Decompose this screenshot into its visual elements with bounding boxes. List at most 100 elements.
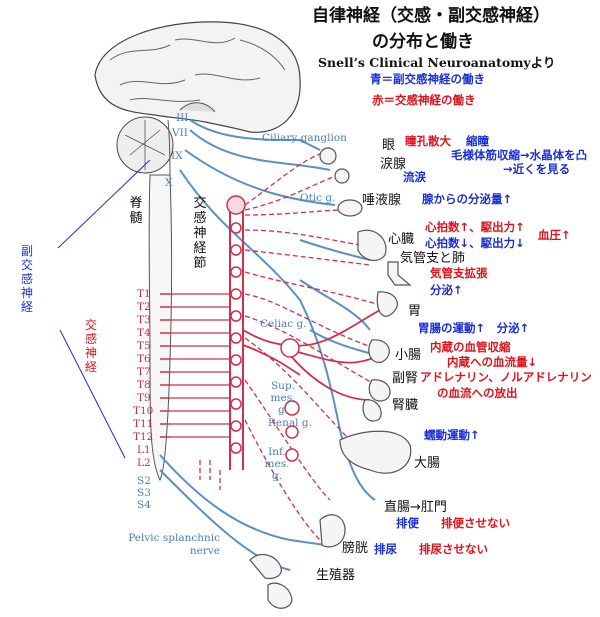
effect-bronchi-blue: 分泌↑: [430, 283, 463, 297]
cranial-nerve-III: III: [176, 112, 189, 124]
sympathetic-label: 交感神経: [84, 318, 97, 374]
segment-T2: T2: [137, 301, 151, 313]
organ-lacrimal: 涙腺: [380, 157, 407, 172]
small-intestine-organ: [368, 339, 390, 363]
heart-organ: [357, 229, 387, 262]
segment-T1: T1: [137, 288, 151, 300]
celiac-ganglion-label: Celiac g.: [260, 318, 307, 330]
sympathetic-ganglia: [226, 195, 246, 454]
effect-flow-red: 内蔵への血流量↓: [447, 355, 538, 369]
effect-eye-red: 瞳孔散大: [405, 134, 451, 148]
stomach-organ: [376, 291, 398, 317]
segment-ticks: [160, 293, 170, 438]
sympathetic-chain: [229, 205, 244, 470]
organ-kidney: 腎臓: [392, 398, 419, 413]
effect-urinate-red: 排尿させない: [419, 542, 488, 556]
effect-adrenal-red: アドレナリン、ノルアドレナリン: [420, 370, 592, 384]
salivary-organ: [337, 199, 363, 217]
effect-adrenal-red2: の血流への放出: [437, 386, 518, 400]
segment-L1: L1: [137, 444, 151, 456]
segment-T8: T8: [137, 379, 151, 391]
inf-mes-ganglion-label: Inf. mes. g.: [264, 446, 290, 482]
celiac-pathways: [242, 309, 381, 401]
segment-T4: T4: [137, 327, 151, 339]
title-line1: 自律神経（交感・副交感神経）: [312, 6, 550, 26]
organ-bladder: 膀胱: [342, 541, 369, 556]
cranial-nerve-VII: VII: [172, 127, 188, 139]
renal-ganglion-label: Renal g.: [268, 417, 312, 429]
parasympathetic-label: 副交感神経: [20, 244, 33, 314]
legend-red: 赤＝交感神経の働き: [372, 93, 476, 107]
genital-organ: [267, 582, 293, 609]
inferior-mesenteric-ganglion: [285, 448, 299, 462]
segment-T11: T11: [133, 418, 154, 430]
organ-salivary: 唾液腺: [362, 193, 402, 208]
ciliary-ganglion-label: Ciliary ganglion: [262, 132, 347, 144]
segment-T6: T6: [137, 353, 151, 365]
effect-vessel-red: 内蔵の血管収縮: [430, 340, 511, 354]
effect-eye-blue2: 毛様体筋収縮→水晶体を凸: [451, 148, 588, 162]
cranial-nerve-X: X: [165, 177, 173, 189]
organ-stomach: 胃: [408, 304, 422, 319]
effect-urinate-blue: 排尿: [374, 542, 397, 556]
large-intestine-organ: [339, 430, 412, 474]
midbrain: [179, 102, 216, 113]
effect-stomach-blue: 胃腸の運動↑ 分泌↑: [418, 321, 530, 335]
organs: [249, 147, 412, 609]
superior-mesenteric-ganglion: [284, 400, 300, 416]
effect-defecate-red: 排便させない: [441, 516, 510, 530]
brain-outline: [94, 21, 301, 133]
parasympathetic-bracket: [57, 159, 151, 459]
segment-T5: T5: [137, 340, 151, 352]
organ-rectum: 直腸→肛門: [384, 500, 447, 515]
organ-adrenal: 副腎: [392, 371, 419, 386]
brain-gyri: [109, 37, 286, 102]
adrenal-organ: [368, 379, 391, 402]
sympathetic-ganglion-label: 交感神経節: [193, 196, 207, 271]
effect-peristalsis-blue: 蠕動運動↑: [424, 428, 480, 442]
renal-ganglion: [285, 425, 299, 439]
effect-lacrimal-blue: 流涙: [403, 170, 426, 184]
spinal-cord: [148, 174, 172, 482]
effect-heart-blue: 心拍数↓、駆出力↓: [425, 236, 525, 250]
effect-eye-blue3: →近くを見る: [503, 162, 571, 176]
effect-bronchi-red: 気管支拡張: [430, 266, 488, 280]
segment-L2: L2: [137, 457, 151, 469]
bladder-organ: [319, 514, 346, 548]
organ-eye: 眼: [382, 138, 396, 153]
effect-heart-red: 心拍数↑、駆出力↑: [425, 220, 525, 234]
cerebellum-folia: [124, 120, 166, 170]
otic-ganglion-label: Otic g.: [300, 192, 336, 204]
eye-organ: [319, 147, 337, 165]
segment-T7: T7: [137, 366, 151, 378]
organ-heart: 心臓: [388, 232, 415, 247]
segment-S2: S2: [137, 475, 151, 487]
segment-S3: S3: [137, 487, 151, 499]
organ-small-intestine: 小腸: [395, 348, 422, 363]
source-citation: Snell’s Clinical Neuroanatomyより: [318, 55, 556, 70]
cranial-nerve-IX: IX: [171, 150, 183, 162]
legend-blue: 青＝副交感神経の働き: [370, 72, 485, 86]
organ-reproductive: 生殖器: [316, 568, 356, 583]
organ-large-intestine: 大腸: [414, 456, 441, 471]
pelvic-nerve-label: Pelvic splanchnic nerve: [128, 532, 220, 557]
segment-T10: T10: [133, 405, 154, 417]
effect-eye-blue: 縮瞳: [466, 134, 489, 148]
title-line2: の分布と働き: [372, 32, 474, 52]
sup-mes-ganglion-label: Sup. mes. g.: [270, 380, 296, 416]
reproductive-organ: [249, 553, 282, 580]
spinal-cord-label: 脊髄: [129, 196, 143, 226]
organ-bronchi: 気管支と肺: [400, 251, 466, 266]
segment-T12: T12: [133, 431, 154, 443]
effect-bp-red: 血圧↑: [538, 228, 571, 242]
lacrimal-organ: [334, 168, 350, 184]
segment-T3: T3: [137, 314, 151, 326]
segment-S4: S4: [137, 499, 151, 511]
effect-defecate-blue: 排便: [396, 516, 419, 530]
preganglionic-fibers: [170, 293, 231, 438]
bronchi-organ: [387, 261, 412, 286]
effect-salivary-blue: 腺からの分泌量↑: [422, 192, 513, 206]
segment-T9: T9: [137, 392, 151, 404]
